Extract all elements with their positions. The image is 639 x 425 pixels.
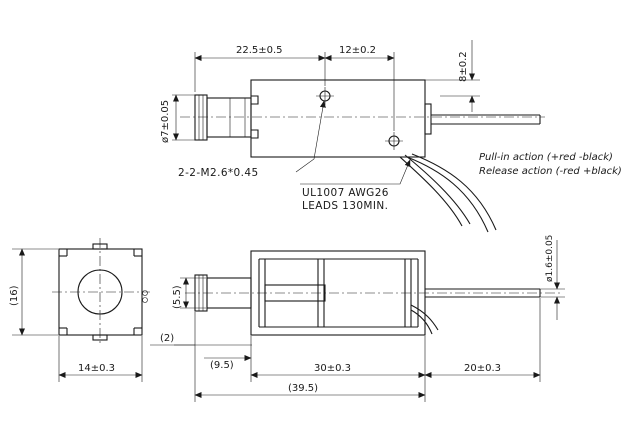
dim-plunger-dia: ø7±0.05 (160, 100, 171, 143)
dim-body-length: 22.5±0.5 (236, 45, 283, 56)
mounting-hole (385, 132, 403, 150)
dim-end-width: 14±0.3 (78, 363, 115, 374)
dim-small-offset: (2) (160, 333, 174, 344)
dim-overall-length: (39.5) (288, 383, 318, 394)
top-plunger (194, 94, 252, 141)
lead-wire (411, 153, 497, 231)
top-body-notch (251, 95, 259, 105)
dim-shaft-dia: ø1.6±0.05 (545, 235, 555, 282)
top-end-cap (424, 103, 432, 135)
thread-note: 2-2-M2.6*0.45 (178, 167, 259, 179)
mounting-hole (316, 87, 334, 105)
end-view: (16) 14±0.3 (9, 238, 150, 382)
dim-body-length-side: 30±0.3 (314, 363, 351, 374)
dim-hole-offset: 8±0.2 (458, 51, 469, 82)
lead-wire (410, 309, 433, 335)
lead-wire (406, 156, 489, 233)
dim-shaft-length: 20±0.3 (464, 363, 501, 374)
dim-end-height: (16) (9, 285, 20, 306)
lead-spec-line2: LEADS 130MIN. (302, 200, 388, 212)
pull-in-note: Pull-in action (+red -black) (479, 152, 613, 163)
lead-wire (404, 154, 471, 225)
side-view: (5.5) (2) (9.5) 30±0.3 20±0.3 (39.5) ø1.… (150, 235, 565, 402)
top-body-outline (250, 79, 426, 158)
dim-plunger-protrusion: (9.5) (210, 360, 234, 371)
dim-hole-spacing: 12±0.2 (339, 45, 376, 56)
lead-wire (399, 156, 463, 227)
lead-spec-line1: UL1007 AWG26 (302, 187, 389, 199)
lead-wire (410, 304, 439, 331)
top-view: 22.5±0.5 12±0.2 8±0.2 ø7±0.05 2-2-M2.6*0… (160, 40, 545, 233)
dim-plunger-height: (5.5) (172, 285, 183, 309)
release-note: Release action (-red +black) (479, 166, 622, 177)
top-body-notch (251, 129, 259, 139)
